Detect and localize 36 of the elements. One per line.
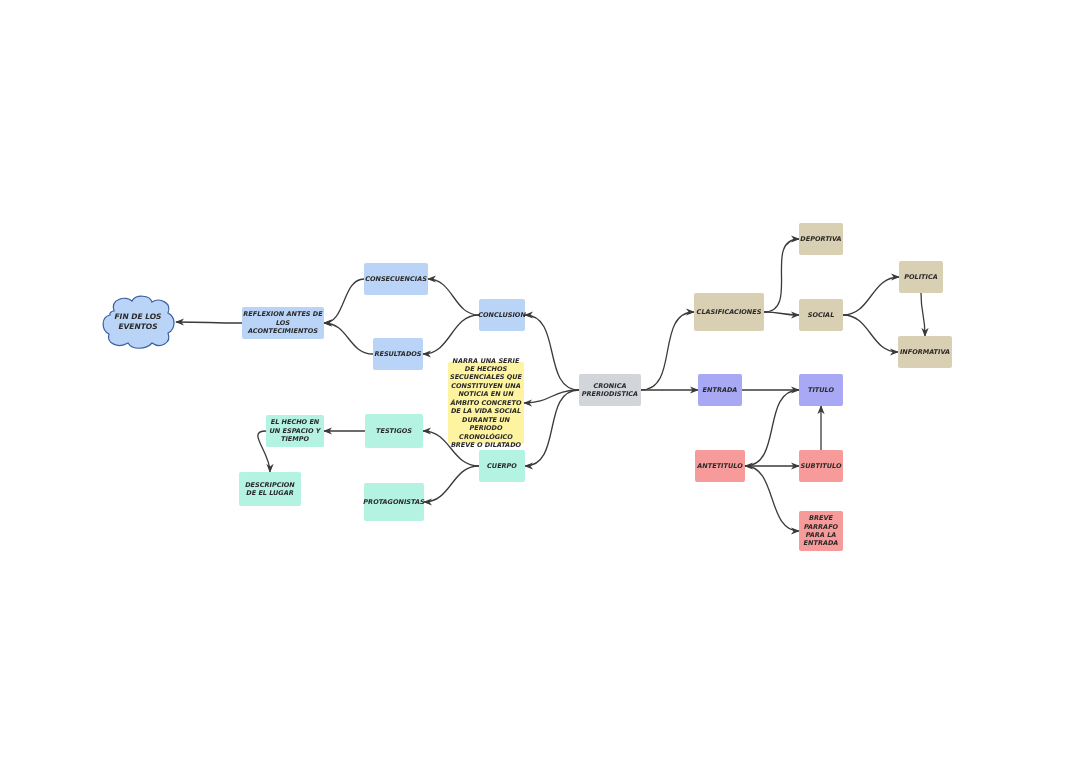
arrow: [175, 318, 243, 326]
topic-box: [239, 472, 301, 506]
topic-box: [365, 414, 423, 448]
topic-box: [694, 293, 764, 331]
arrow: [523, 389, 580, 407]
arrow: [741, 386, 800, 394]
arrow: [817, 405, 825, 451]
arrow: [524, 389, 580, 469]
topic-box: [364, 483, 424, 521]
arrow: [257, 430, 273, 473]
arrow: [763, 311, 800, 319]
topic-box: [898, 336, 952, 368]
arrow: [842, 274, 900, 316]
arrow: [423, 465, 480, 505]
topic-box: [373, 338, 423, 370]
arrow: [323, 320, 374, 355]
topic-box: [479, 450, 525, 482]
topic-box: [899, 261, 943, 293]
topic-box: [479, 299, 525, 331]
arrow: [920, 292, 929, 337]
arrow: [427, 276, 480, 316]
arrow: [422, 428, 480, 467]
topic-box: [799, 374, 843, 406]
arrow: [422, 314, 480, 357]
topic-box: [698, 374, 742, 406]
topic-box: [799, 223, 843, 255]
arrow: [640, 386, 699, 394]
topic-box: [799, 299, 843, 331]
arrow: [842, 314, 899, 355]
topic-box: [579, 374, 641, 406]
arrow: [323, 427, 366, 435]
topic-box: [799, 450, 843, 482]
topic-box: [364, 263, 428, 295]
topic-box: [695, 450, 745, 482]
cloud-node: [100, 293, 176, 351]
arrow: [744, 462, 800, 470]
